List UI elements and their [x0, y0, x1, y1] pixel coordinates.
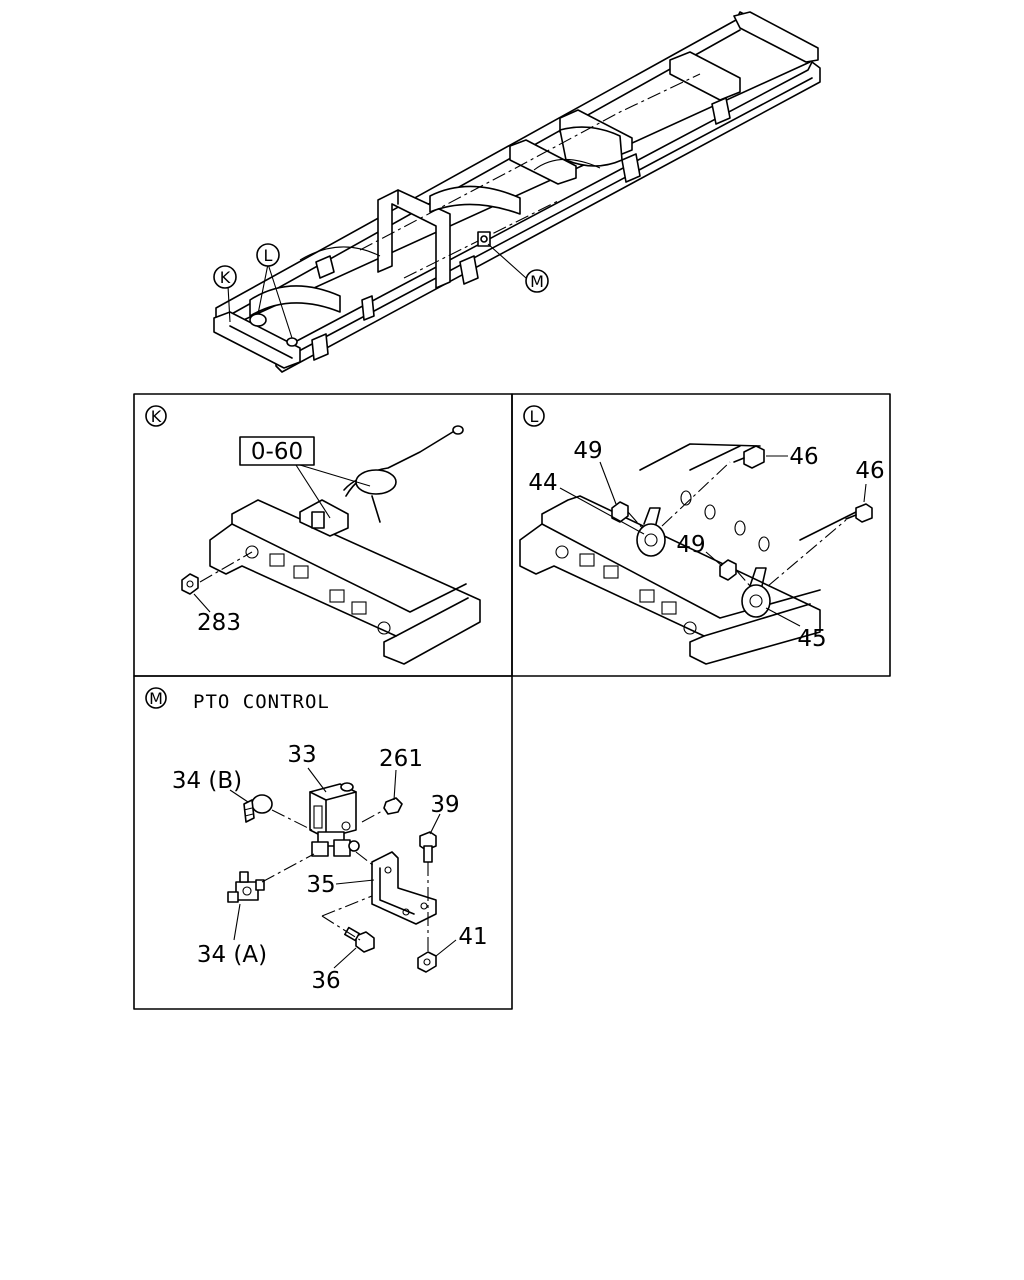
plug-261 — [383, 797, 403, 815]
part-number-33: 33 — [287, 742, 316, 768]
svg-text:M: M — [530, 272, 544, 291]
nut-283 — [181, 573, 199, 595]
panel-grid — [133, 393, 891, 1010]
part-number-46-upper: 46 — [789, 444, 818, 470]
detail-panel-l: L — [519, 405, 885, 665]
part-number-261: 261 — [379, 746, 423, 772]
callout-m: M — [525, 269, 549, 293]
part-number-45: 45 — [797, 626, 826, 652]
panel-tag-l: L — [523, 405, 545, 427]
reference-box-0-60: 0-60 — [239, 436, 315, 466]
part-number-49-upper: 49 — [573, 438, 602, 464]
part-number-49-lower: 49 — [676, 532, 705, 558]
rail-holes — [555, 490, 770, 635]
nut-49-upper — [611, 501, 629, 523]
bolt-46-right — [845, 503, 873, 523]
nut-41 — [417, 951, 437, 973]
part-number-34a: 34 (A) — [197, 942, 267, 968]
callout-k: K — [213, 265, 237, 289]
nut-49-lower — [719, 559, 737, 581]
svg-text:L: L — [530, 407, 539, 426]
pto-valve-location — [477, 231, 491, 247]
elbow-fitting-34b — [243, 794, 273, 823]
panel-tag-k: K — [145, 405, 167, 427]
panel-tag-m: M — [145, 687, 167, 709]
panel-title: PTO CONTROL — [193, 691, 330, 713]
cross-fitting-34a — [227, 871, 265, 903]
callout-l: L — [256, 243, 280, 267]
bracket-35 — [371, 851, 437, 925]
part-number-46-right: 46 — [855, 458, 884, 484]
bolt-46-upper — [733, 445, 765, 469]
part-number-41: 41 — [458, 924, 487, 950]
part-number-283: 283 — [197, 610, 241, 636]
svg-text:K: K — [220, 268, 231, 287]
horn-44 — [636, 507, 666, 557]
bolt-36 — [344, 926, 375, 953]
detail-panel-m: M PTO CONTROL — [145, 687, 488, 994]
chassis-frame-overview: K L M — [213, 11, 821, 373]
part-number-36: 36 — [311, 968, 340, 994]
rail-holes — [245, 545, 391, 635]
part-number-34b: 34 (B) — [172, 768, 242, 794]
horn-45 — [741, 567, 771, 618]
tee-fitting — [311, 839, 360, 857]
svg-text:M: M — [149, 689, 163, 708]
svg-text:K: K — [151, 407, 162, 426]
svg-text:0-60: 0-60 — [251, 439, 303, 465]
part-number-35: 35 — [306, 872, 335, 898]
svg-text:L: L — [264, 246, 273, 265]
detail-panel-k: K 0-60 — [145, 405, 481, 665]
solenoid-valve-33 — [309, 782, 357, 847]
bolt-39 — [419, 831, 437, 863]
part-number-39: 39 — [430, 792, 459, 818]
part-number-44: 44 — [528, 470, 557, 496]
